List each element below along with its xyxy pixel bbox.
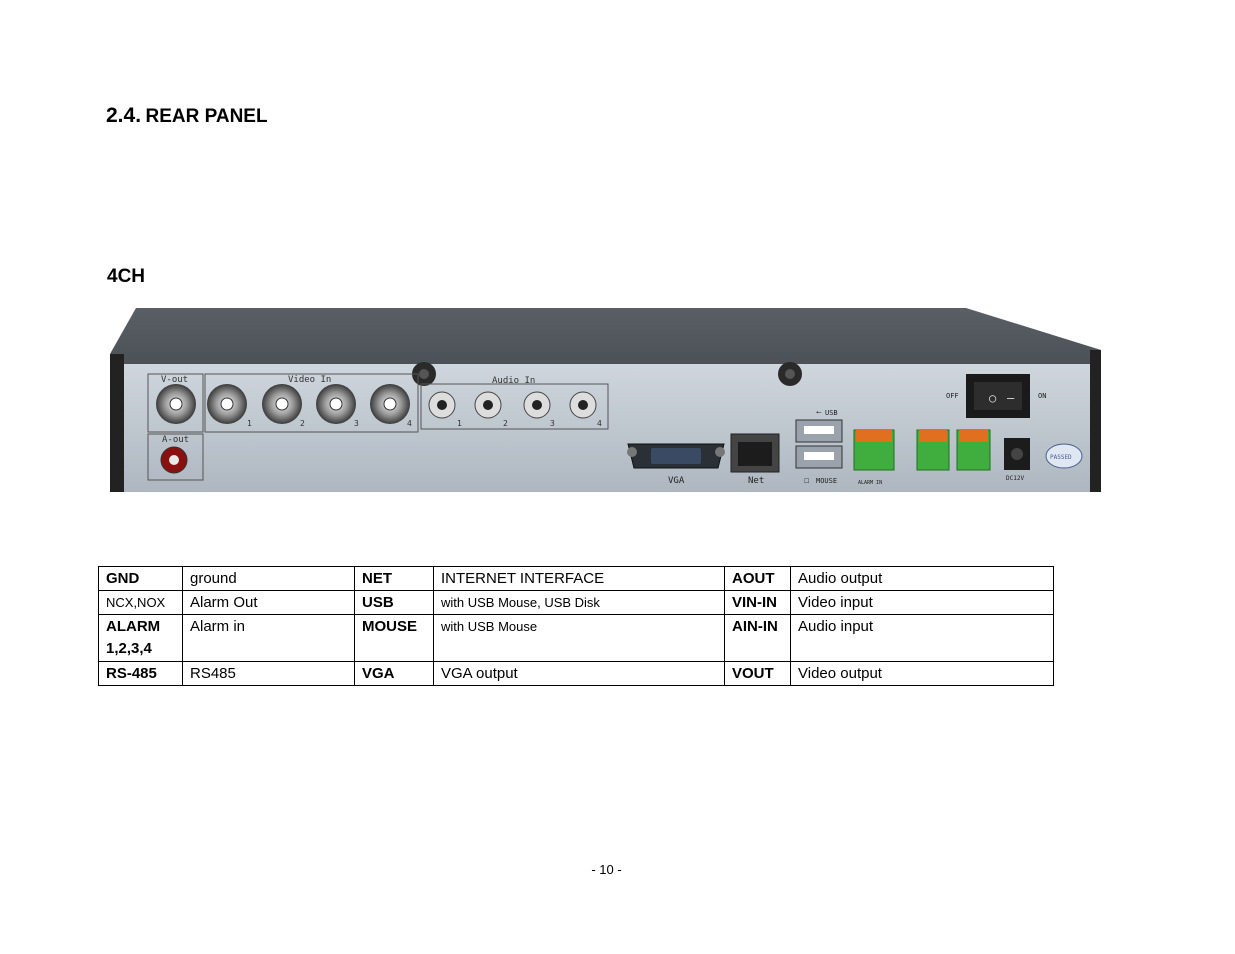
table-cell-key: USB [354,590,434,615]
video-in-connectors [207,384,410,424]
power-switch: ○ – [966,374,1030,418]
mouse-icon: ☐ [804,476,809,486]
audio-in-ch2: 2 [503,419,508,428]
table-row: NCX,NOX Alarm Out USB with USB Mouse, US… [98,590,1054,615]
video-in-ch3: 3 [354,419,359,428]
a-out-label: A-out [162,435,189,445]
alarm-in-terminal [853,429,895,471]
vga-port [627,443,725,469]
vga-label: VGA [668,476,685,486]
on-label: ON [1038,392,1046,400]
audio-in-connectors [428,391,597,419]
video-in-ch4: 4 [407,419,412,428]
table-cell-key: GND [98,566,183,591]
table-cell-key: VOUT [724,661,791,686]
rs485-terminal [956,429,991,471]
table-cell-value: INTERNET INTERFACE [433,566,725,591]
usb-ports [795,419,843,469]
table-cell-value: Audio input [790,614,1054,662]
usb-label: USB [825,409,838,417]
table-cell-value: Video input [790,590,1054,615]
alarm-in-label: ALARM IN [858,480,882,486]
audio-in-ch1: 1 [457,419,462,428]
table-cell-key: MOUSE [354,614,434,662]
net-port [730,433,780,473]
table-cell-key: ALARM 1,2,3,4 [98,614,183,662]
off-label: OFF [946,392,959,400]
table-cell-value: Audio output [790,566,1054,591]
qc-passed-label: PASSED [1050,454,1072,461]
table-cell-value: ground [182,566,355,591]
table-row: RS-485 RS485 VGA VGA output VOUT Video o… [98,661,1054,686]
qc-passed-sticker [1045,443,1083,469]
alarm-out-terminal [916,429,950,471]
video-in-ch1: 1 [247,419,252,428]
model-heading: 4CH [107,266,146,287]
table-cell-key: AOUT [724,566,791,591]
rear-panel-spec-table: GND ground NET INTERNET INTERFACE AOUT A… [98,566,1054,686]
table-cell-value: Alarm in [182,614,355,662]
dc-power-jack [1004,438,1030,470]
svg-text:⭠: ⭠ [816,408,822,416]
section-heading: 2.4. REAR PANEL [106,104,268,128]
rear-panel-photo: V-out A-out Video In 1 2 3 4 Audio In 1 [106,302,1106,498]
table-cell-value: RS485 [182,661,355,686]
svg-text:○: ○ [989,391,996,405]
page-number: - 10 - [591,862,622,877]
table-cell-value: with USB Mouse [433,614,725,662]
audio-in-ch3: 3 [550,419,555,428]
table-cell-key: VIN-IN [724,590,791,615]
v-out-label: V-out [161,375,188,385]
section-number: 2.4. [106,104,142,127]
table-cell-key: AIN-IN [724,614,791,662]
svg-text:–: – [1007,391,1015,405]
video-in-label: Video In [288,375,331,385]
table-cell-key: RS-485 [98,661,183,686]
table-cell-value: Video output [790,661,1054,686]
table-cell-key: VGA [354,661,434,686]
net-label: Net [748,476,764,486]
mouse-label: MOUSE [816,477,837,485]
video-in-ch2: 2 [300,419,305,428]
dc-label: DC12V [1006,475,1024,482]
section-title: REAR PANEL [145,106,268,127]
table-row: ALARM 1,2,3,4 Alarm in MOUSE with USB Mo… [98,614,1054,662]
audio-in-ch4: 4 [597,419,602,428]
table-cell-key: NET [354,566,434,591]
table-cell-value: with USB Mouse, USB Disk [433,590,725,615]
table-cell-value: VGA output [433,661,725,686]
audio-in-label: Audio In [492,376,535,386]
table-cell-value: Alarm Out [182,590,355,615]
table-row: GND ground NET INTERNET INTERFACE AOUT A… [98,566,1054,591]
table-cell-key: NCX,NOX [98,590,183,615]
